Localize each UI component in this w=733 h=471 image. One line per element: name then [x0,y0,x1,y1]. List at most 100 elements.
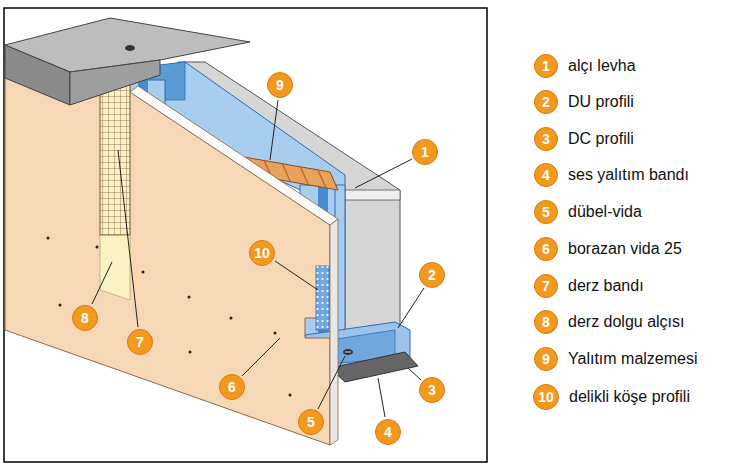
circle-shape [420,263,445,288]
callout-number-text: 8 [81,311,89,325]
leader-lines [398,288,424,328]
callout-number-text: 3 [542,132,550,146]
screw-heads [230,317,233,320]
front-board [130,86,338,225]
callout-number-text: 4 [384,425,392,439]
callout-number: 7 [127,329,153,355]
legend-label: alçı levha [568,56,636,75]
callout-circle: 8 [534,310,558,334]
callout-number-text: 6 [228,380,236,394]
callout-number: 3 [419,377,445,403]
screw-heads [188,296,191,299]
leader-lines [242,338,280,376]
leader-lines [92,262,112,304]
legend-label: borazan vida 25 [568,239,682,258]
frame [4,8,487,462]
corner-profile [316,266,329,330]
callout-number: 2 [419,262,445,288]
callout-number-text: 2 [542,95,550,109]
callout-circle: 9 [534,347,558,371]
callout-circle: 6 [219,374,245,400]
callout-circle: 5 [298,409,324,435]
callout-number: 8 [72,305,98,331]
sound-tape [330,352,418,382]
legend-label: derz dolgu alçısı [568,312,685,331]
circle-shape [535,164,558,187]
legend-entry: 10 delikli köşe profili [533,384,690,410]
callout-number-text: 3 [428,383,436,397]
callout-number: 4 [375,419,401,445]
anchor-screw [345,352,351,353]
circle-shape [250,241,275,266]
circle-shape [376,420,401,445]
screw-heads [142,271,145,274]
legend-entry: 6borazan vida 25 [534,237,682,261]
legend-label: DC profili [568,129,634,148]
callout-circle: 4 [534,163,558,187]
joint-filler [100,60,130,300]
legend-label: delikli köşe profili [569,387,690,406]
screw-heads [47,237,292,397]
circle-shape [535,91,558,114]
callout-circle: 2 [534,90,558,114]
legend-label: Yalıtım malzemesi [568,349,698,368]
ceiling-slab [5,18,250,105]
anchor-screw [343,349,353,355]
screw-heads [274,332,277,335]
leader-lines [318,356,345,409]
callout-number-text: 10 [538,390,554,404]
legend-label: dübel-vida [568,202,642,221]
callout-number-text: 4 [542,168,550,182]
circle-shape [413,140,438,165]
screw-heads [59,304,62,307]
leader-lines [92,100,424,417]
screw-heads [189,351,192,354]
callout-circle: 10 [533,384,559,410]
callout-number-text: 8 [542,315,550,329]
circle-shape [535,238,558,261]
legend-entry: 4 ses yalıtım bandı [534,163,689,187]
leader-lines [275,261,318,290]
callout-number-text: 5 [307,415,315,429]
callout-number-text: 1 [542,59,550,73]
legend-entry: 2 DU profili [534,90,634,114]
corner-profile [316,266,329,330]
callout-circle: 1 [534,54,558,78]
callout-number: 5 [298,409,324,435]
circle-shape [299,410,324,435]
callout-circle: 4 [375,419,401,445]
leader-lines [408,368,421,380]
circle-shape [535,128,558,151]
callout-circle: 2 [419,262,445,288]
frame [4,8,487,462]
circle-shape [220,375,245,400]
callout-number: 1 [412,139,438,165]
circle-shape [535,201,558,224]
callout-number: 10 [249,240,275,266]
legend-entry: 5 dübel-vida [534,200,642,224]
ceiling-slab [125,45,135,51]
circle-shape [73,306,98,331]
sound-tape [330,352,418,382]
circle-shape [534,385,559,410]
legend-entry: 8 derz dolgu alçısı [534,310,685,334]
callout-number: 6 [219,374,245,400]
legend-label: ses yalıtım bandı [568,165,689,184]
circle-shape [535,55,558,78]
legend-label: DU profili [568,92,634,111]
back-board [345,190,400,200]
callout-number-text: 2 [428,268,436,282]
leader-lines [355,159,412,188]
callout-number: 9 [267,72,293,98]
screw-heads [47,237,50,240]
callout-number-text: 10 [254,246,270,260]
circle-shape [535,348,558,371]
legend-entry: 7derz bandı [534,274,644,298]
callout-circle: 1 [412,139,438,165]
legend-entry: 9 Yalıtım malzemesi [534,347,698,371]
callout-circle: 8 [72,305,98,331]
legend-entry: 1 alçı levha [534,54,636,78]
callout-number-text: 5 [542,205,550,219]
screw-heads [289,394,292,397]
